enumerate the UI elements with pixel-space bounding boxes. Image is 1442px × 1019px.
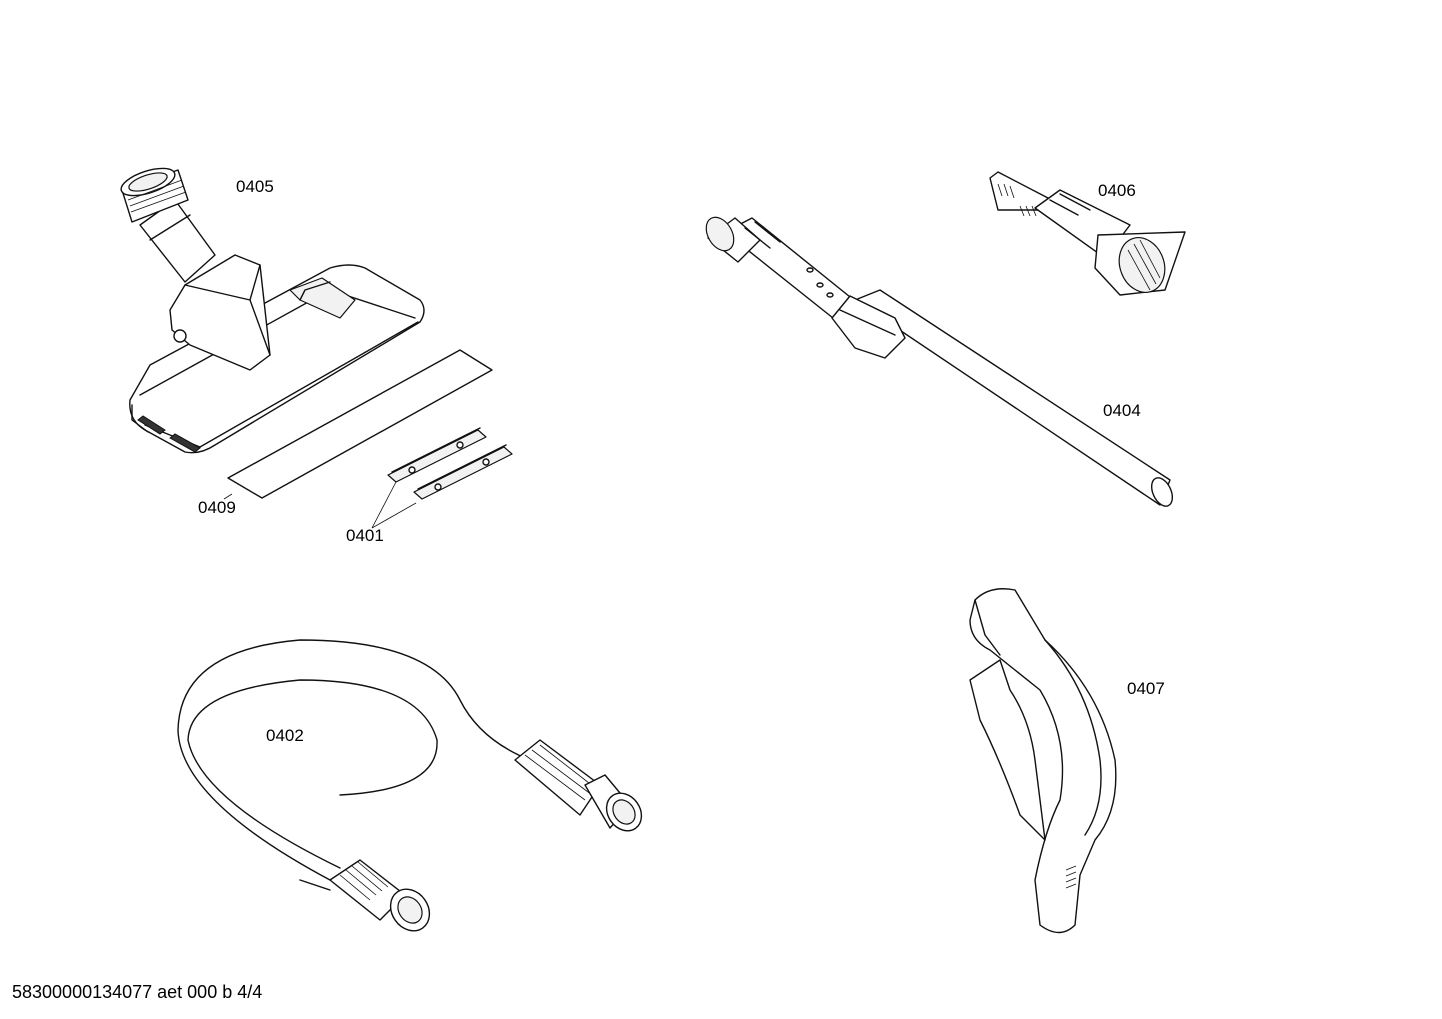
telescopic-tube-drawing xyxy=(705,216,1174,507)
part-label-crevice-nozzle: 0406 xyxy=(1098,181,1136,200)
suction-hose-drawing xyxy=(177,639,643,932)
part-label-suction-hose: 0402 xyxy=(266,726,304,745)
felt-strip-leader xyxy=(223,493,233,500)
part-label-floor-nozzle: 0405 xyxy=(236,177,274,196)
document-code: 58300000134077 aet 000 b 4/4 xyxy=(12,982,263,1002)
floor-nozzle-drawing xyxy=(120,167,425,454)
hose-handle-drawing xyxy=(969,588,1117,934)
part-label-felt-strip: 0409 xyxy=(198,498,236,517)
crevice-nozzle-drawing xyxy=(989,171,1186,296)
felt-strip-drawing xyxy=(227,349,493,499)
part-label-hose-handle: 0407 xyxy=(1127,679,1165,698)
glide-strips-drawing xyxy=(371,427,513,529)
part-label-telescopic-tube: 0404 xyxy=(1103,401,1141,420)
part-label-glide-strips: 0401 xyxy=(346,526,384,545)
